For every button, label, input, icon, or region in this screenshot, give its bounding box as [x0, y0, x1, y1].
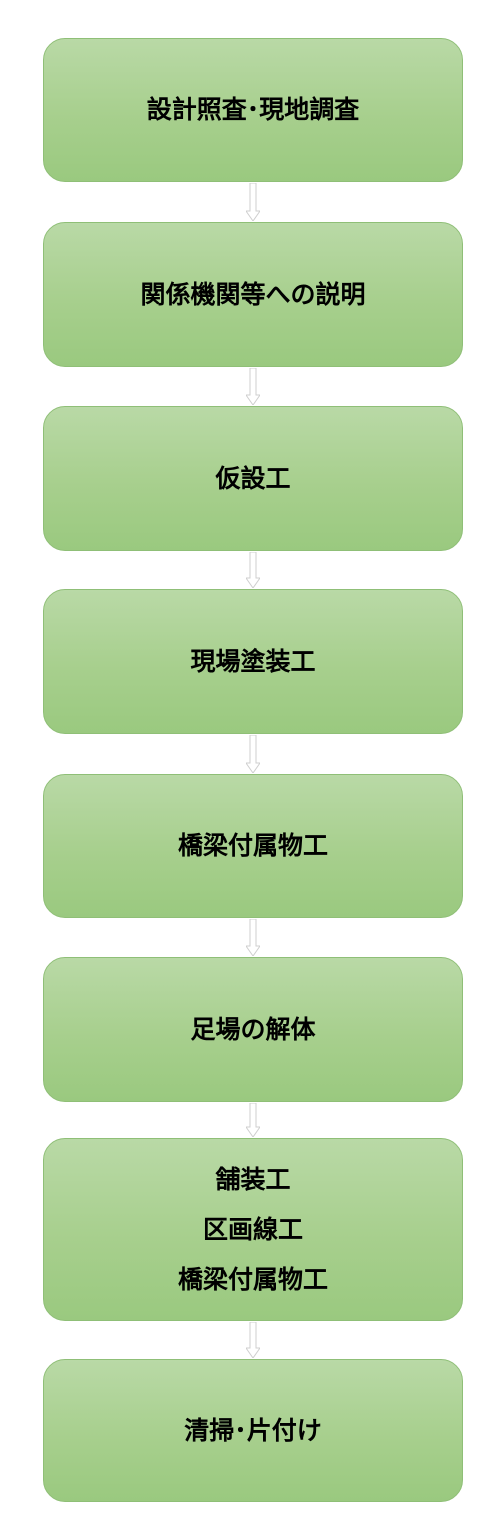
step-1-box: 設計照査･現地調査 [43, 38, 463, 182]
down-arrow-icon [246, 183, 260, 221]
step-8-box: 清掃･片付け [43, 1359, 463, 1502]
down-arrow-icon [246, 919, 260, 956]
step-label: 橋梁付属物工 [177, 831, 328, 860]
step-label: 舗装工 [215, 1164, 291, 1194]
step-label: 仮設工 [215, 463, 291, 493]
step-label: 橋梁付属物工 [177, 1264, 328, 1294]
down-arrow-icon [246, 552, 260, 588]
down-arrow-icon [246, 735, 260, 773]
step-label: 区画線工 [202, 1214, 303, 1244]
step-label: 現場塗装工 [190, 646, 316, 676]
step-4-box: 現場塗装工 [43, 589, 463, 734]
step-2-box: 関係機関等への説明 [43, 222, 463, 367]
step-3-box: 仮設工 [43, 406, 463, 551]
down-arrow-icon [246, 1322, 260, 1358]
down-arrow-icon [246, 1103, 260, 1137]
step-label: 足場の解体 [190, 1014, 316, 1044]
step-label: 清掃･片付け [184, 1415, 322, 1445]
step-label: 設計照査･現地調査 [146, 95, 360, 124]
step-5-box: 橋梁付属物工 [43, 774, 463, 918]
down-arrow-icon [246, 368, 260, 405]
step-6-box: 足場の解体 [43, 957, 463, 1102]
step-7-box: 舗装工 区画線工 橋梁付属物工 [43, 1138, 463, 1321]
step-label: 関係機関等への説明 [140, 279, 366, 309]
